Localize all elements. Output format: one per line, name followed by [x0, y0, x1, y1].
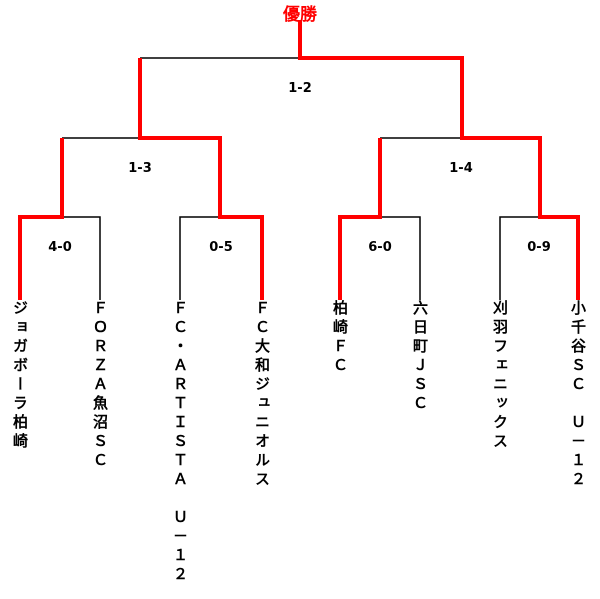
winner-lines: [18, 20, 580, 300]
team-name: ＦＣ・ＡＲＴＩＳＴＡ Ｕ－１２: [171, 300, 189, 585]
team-name: 小千谷ＳＣ Ｕ－１２: [569, 300, 587, 490]
team-name: 柏崎ＦＣ: [331, 300, 349, 376]
line-artista: [179, 216, 220, 300]
r1-score: 0-5: [209, 240, 233, 255]
line-ojiya: [298, 20, 580, 300]
team-name: ジョガボーラ柏崎: [11, 300, 29, 452]
semi-right-score: 1-4: [449, 161, 473, 176]
team-name: ＦＣ大和ジュニオルス: [253, 300, 271, 490]
final-score: 1-2: [288, 81, 312, 96]
line-muikamachi: [380, 216, 421, 300]
line-kashiwazaki-fc: [338, 138, 382, 300]
r1-score: 6-0: [368, 240, 392, 255]
line-forza: [62, 216, 101, 300]
champion-label: 優勝: [283, 5, 317, 25]
team-name: ＦＯＲＺＡ魚沼ＳＣ: [91, 300, 109, 471]
loser-lines: [62, 57, 540, 300]
team-name: 刈羽フェニックス: [491, 300, 509, 452]
line-jogabola: [18, 138, 64, 300]
r1-score: 0-9: [527, 240, 551, 255]
semi-left-score: 1-3: [128, 161, 152, 176]
line-kariwa: [499, 216, 540, 300]
r1-score: 4-0: [48, 240, 72, 255]
line-yamato: [138, 58, 264, 300]
team-name: 六日町ＪＳＣ: [411, 300, 429, 414]
